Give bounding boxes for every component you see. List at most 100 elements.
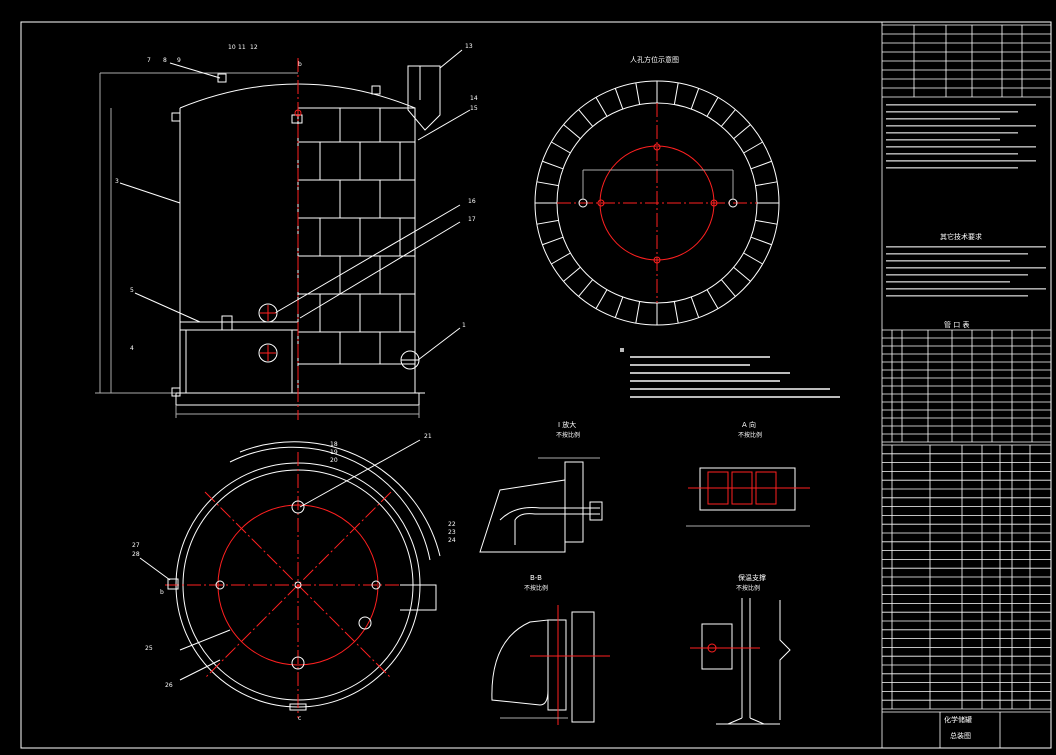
callout-27: 27 xyxy=(132,542,140,549)
callout-16: 16 xyxy=(468,198,476,205)
text-line xyxy=(886,288,1046,290)
ring-segment-line xyxy=(635,82,641,105)
detail-a-scale: 不按比例 xyxy=(738,431,762,439)
tank-plan-view xyxy=(139,439,441,718)
ring-segment-line xyxy=(563,124,581,140)
callout-10: 10 xyxy=(228,44,236,51)
ring-segment-line xyxy=(536,181,559,187)
callout-26: 26 xyxy=(165,682,173,689)
drawing-title: 化学储罐 xyxy=(944,715,972,724)
callout-4: 4 xyxy=(130,345,134,352)
ring-segment-line xyxy=(595,289,608,309)
ring-segment-line xyxy=(551,141,571,154)
insulation-brick-pattern xyxy=(297,107,416,394)
ring-segment-line xyxy=(720,279,736,297)
text-line xyxy=(886,260,1010,262)
ring-segment-line xyxy=(542,236,564,246)
text-line xyxy=(886,146,1036,148)
ring-segment-line xyxy=(743,252,763,265)
title-block xyxy=(881,21,1052,749)
detail-a-view: A 向 不按比例 xyxy=(686,420,810,527)
drawing-subtitle: 总装图 xyxy=(950,731,971,740)
nozzle-table xyxy=(882,329,1051,443)
callout-14: 14 xyxy=(470,95,478,102)
detail-bb-title: B-B xyxy=(530,574,542,582)
top-manhole-mark xyxy=(294,109,302,117)
text-line xyxy=(886,295,1028,297)
callout-8: 8 xyxy=(163,57,167,64)
callout-18: 18 xyxy=(330,441,338,448)
ring-segment-line xyxy=(536,219,559,225)
ring-segment-line xyxy=(743,141,763,154)
detail-bb-view: B-B 不按比例 xyxy=(491,574,610,725)
text-line xyxy=(886,160,1036,162)
callout-22: 22 xyxy=(448,521,456,528)
detail-a-title: A 向 xyxy=(742,420,756,429)
callout-13: 13 xyxy=(465,43,473,50)
ring-segment-line xyxy=(595,97,608,117)
ring-segment-line xyxy=(690,88,700,110)
text-line xyxy=(886,281,1010,283)
callout-7: 7 xyxy=(147,57,151,64)
detail-i-scale: 不按比例 xyxy=(556,431,580,439)
callout-12: 12 xyxy=(250,44,258,51)
text-line xyxy=(886,139,1000,141)
ring-segment-line xyxy=(542,160,564,170)
ring-segment-line xyxy=(673,301,679,324)
ring-segment-line xyxy=(750,236,772,246)
ring-segment-line xyxy=(578,109,594,127)
marker-b: b xyxy=(298,61,302,68)
text-line xyxy=(886,153,1018,155)
ring-segment-line xyxy=(755,181,778,187)
callout-21: 21 xyxy=(424,433,432,440)
detail-i-view: I 放大 不按比例 xyxy=(479,420,603,553)
design-data-table xyxy=(882,24,1051,98)
callout-23: 23 xyxy=(448,529,456,536)
callout-5: 5 xyxy=(130,287,134,294)
support-detail-view: 保温支撑 不按比例 xyxy=(690,573,791,725)
ring-segment-line xyxy=(563,266,581,282)
callout-24: 24 xyxy=(448,537,456,544)
hole-layout-title: 人孔方位示意图 xyxy=(630,55,679,64)
parts-list-table xyxy=(882,444,1051,710)
text-line xyxy=(886,125,1036,127)
callout-17: 17 xyxy=(468,216,476,223)
detail-bb-scale: 不按比例 xyxy=(524,584,548,592)
text-line xyxy=(886,104,1036,106)
text-line xyxy=(886,118,1000,120)
support-detail-scale: 不按比例 xyxy=(736,584,760,592)
ring-segment-line xyxy=(720,109,736,127)
ring-segment-line xyxy=(706,97,719,117)
marker-b-plan: b xyxy=(160,589,164,596)
callout-20: 20 xyxy=(330,457,338,464)
text-line xyxy=(886,253,1028,255)
text-line xyxy=(886,274,1028,276)
drawing-frame xyxy=(20,21,1052,749)
callout-25: 25 xyxy=(145,645,153,652)
text-line xyxy=(886,111,1018,113)
support-detail-title: 保温支撑 xyxy=(738,573,766,582)
ring-segment-line xyxy=(578,279,594,297)
detail-i-title: I 放大 xyxy=(558,420,576,429)
ring-segment-line xyxy=(614,296,624,318)
ring-segment-line xyxy=(706,289,719,309)
ring-segment-line xyxy=(551,252,571,265)
marker-c: c xyxy=(298,715,301,722)
nozzle-table-title: 管 口 表 xyxy=(944,320,969,329)
ring-segment-line xyxy=(750,160,772,170)
text-line xyxy=(886,132,1018,134)
tank-elevation-view xyxy=(95,49,471,418)
ring-segment-line xyxy=(673,82,679,105)
ring-segment-line xyxy=(733,124,751,140)
callout-3: 3 xyxy=(115,178,119,185)
ring-segments xyxy=(535,81,779,325)
text-line xyxy=(886,267,1046,269)
ring-segment-line xyxy=(614,88,624,110)
ring-segment-line xyxy=(690,296,700,318)
ring-segment-line xyxy=(733,266,751,282)
general-notes xyxy=(620,348,840,398)
text-line xyxy=(886,246,1046,248)
ring-segment-line xyxy=(635,301,641,324)
callout-9: 9 xyxy=(177,57,181,64)
